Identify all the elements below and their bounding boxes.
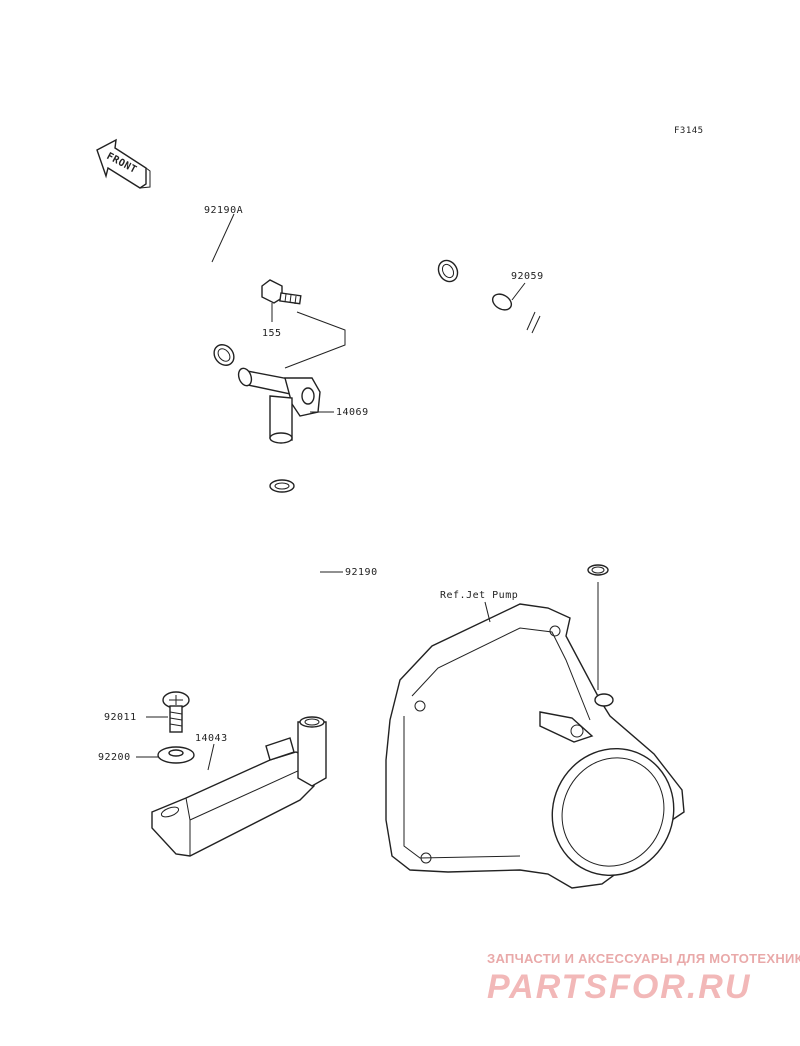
label-14043[interactable]: 14043 xyxy=(195,733,228,744)
leader-jet-pump xyxy=(484,601,491,623)
hose-92190[interactable] xyxy=(269,479,320,660)
watermark-tagline: ЗАПЧАСТИ И АКСЕССУАРЫ ДЛЯ МОТОТЕХНИКИ xyxy=(487,951,800,966)
label-jet-pump[interactable]: Ref.Jet Pump xyxy=(440,590,518,601)
label-14069[interactable]: 14069 xyxy=(336,407,369,418)
leader-92059 xyxy=(511,282,526,301)
hose-92190a[interactable] xyxy=(154,194,461,369)
label-92059[interactable]: 92059 xyxy=(511,271,544,282)
bracket-14043[interactable] xyxy=(151,716,327,857)
watermark: ЗАПЧАСТИ И АКСЕССУАРЫ ДЛЯ МОТОТЕХНИКИ PA… xyxy=(487,951,800,1006)
watermark-brand: PARTSFOR.RU xyxy=(487,968,751,1006)
leader-14043 xyxy=(207,743,215,771)
screw-92011-icon[interactable] xyxy=(162,691,190,733)
leader-92190a xyxy=(211,213,235,263)
bolt-155-icon[interactable] xyxy=(261,279,302,305)
front-arrow-icon: FRONT xyxy=(96,138,151,189)
figure-code: F3145 xyxy=(674,126,704,136)
leader-155-bracket xyxy=(284,311,346,369)
washer-92200-icon[interactable] xyxy=(157,746,195,764)
label-92190a[interactable]: 92190A xyxy=(204,205,243,216)
jet-pump[interactable] xyxy=(385,603,694,895)
label-92011[interactable]: 92011 xyxy=(104,712,137,723)
label-155[interactable]: 155 xyxy=(262,328,282,339)
label-92190[interactable]: 92190 xyxy=(345,567,378,578)
tube-92059[interactable] xyxy=(490,291,609,576)
label-92200[interactable]: 92200 xyxy=(98,752,131,763)
fitting-14069[interactable] xyxy=(236,366,321,444)
